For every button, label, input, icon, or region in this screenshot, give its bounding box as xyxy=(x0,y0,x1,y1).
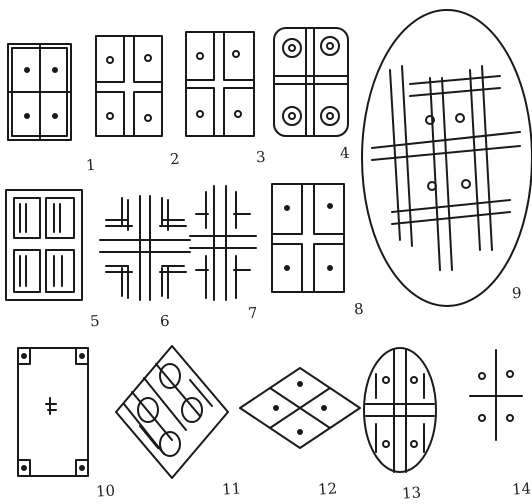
ornament-label-1: 1 xyxy=(85,156,96,175)
ornament-label-12: 12 xyxy=(317,479,337,498)
ornament-label-8: 8 xyxy=(353,300,364,319)
ornament-12 xyxy=(240,368,360,448)
ornament-7 xyxy=(190,186,256,300)
ornament-label-2: 2 xyxy=(169,150,180,169)
ornament-8 xyxy=(272,184,344,292)
ornament-1 xyxy=(8,44,71,140)
ornament-13 xyxy=(364,348,436,472)
ornament-3 xyxy=(186,32,254,136)
ornament-label-4: 4 xyxy=(339,144,350,163)
ornament-label-9: 9 xyxy=(511,284,522,303)
ornament-label-3: 3 xyxy=(255,148,266,167)
ornament-9 xyxy=(362,10,532,306)
ornament-label-5: 5 xyxy=(89,312,100,331)
ornament-11 xyxy=(116,346,228,478)
ornament-label-13: 13 xyxy=(401,483,421,502)
ornament-10 xyxy=(18,348,88,476)
ornament-label-11: 11 xyxy=(221,479,241,498)
ornament-2 xyxy=(96,36,162,136)
ornament-label-7: 7 xyxy=(247,304,258,323)
ornament-6 xyxy=(100,196,190,300)
ornament-4 xyxy=(274,28,348,136)
ornament-5 xyxy=(6,190,82,300)
ornament-label-10: 10 xyxy=(95,481,115,500)
ornament-label-6: 6 xyxy=(159,312,170,331)
ornament-14 xyxy=(470,350,522,440)
ornament-label-14: 14 xyxy=(511,479,531,498)
